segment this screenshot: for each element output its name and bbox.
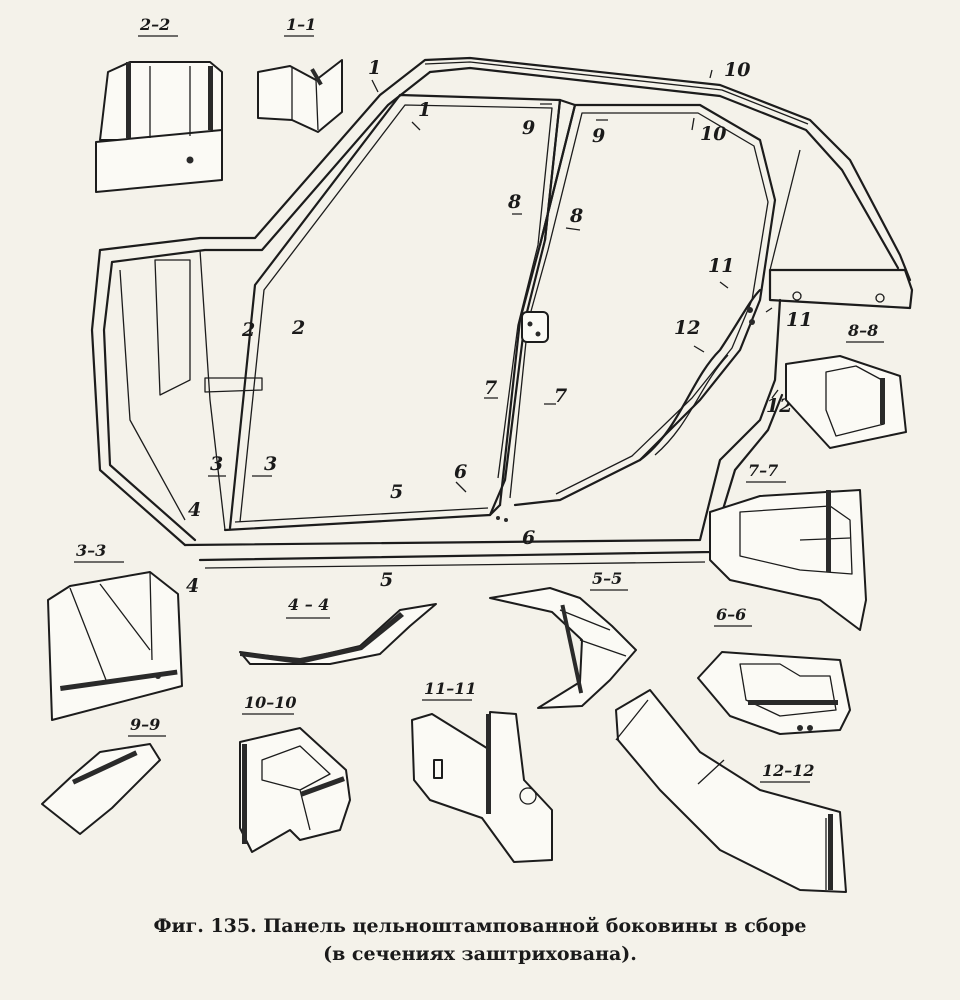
label-12-left: 12 <box>674 317 700 339</box>
label-5-lower: 5 <box>380 569 393 591</box>
section-8-8: 8–8 <box>785 321 907 449</box>
label-11-right: 11 <box>786 309 812 331</box>
caption-line-1: Фиг. 135. Панель цельноштампованной боко… <box>153 915 807 937</box>
label-6-lower: 6 <box>522 527 535 549</box>
main-labels: 1 1 9 9 10 10 8 8 11 11 12 12 2 2 7 7 3 … <box>186 57 812 597</box>
label-9-right: 9 <box>592 125 605 147</box>
section-1-1-label: 1–1 <box>286 15 316 34</box>
label-10-lower: 10 <box>700 123 726 145</box>
label-2-left: 2 <box>241 319 255 341</box>
section-3-3: 3–3 <box>47 541 183 721</box>
figure-caption: Фиг. 135. Панель цельноштампованной боко… <box>0 912 960 968</box>
label-7-right: 7 <box>554 385 567 407</box>
section-7-7-label: 7–7 <box>748 461 778 480</box>
label-8-right: 8 <box>569 205 583 227</box>
label-4-upper: 4 <box>188 499 201 521</box>
section-6-6: 6–6 <box>697 605 851 735</box>
label-2-right: 2 <box>291 317 305 339</box>
label-3-left: 3 <box>210 453 223 475</box>
section-12-12: 12–12 <box>615 689 847 893</box>
label-1-upper: 1 <box>368 57 381 79</box>
section-9-9: 9–9 <box>41 715 166 835</box>
label-7-left: 7 <box>484 377 497 399</box>
label-1-inner: 1 <box>418 99 431 121</box>
section-10-10: 10–10 <box>239 693 351 853</box>
section-2-2: 2–2 <box>95 15 223 193</box>
section-7-7: 7–7 <box>709 461 867 631</box>
side-panel-outline <box>90 56 914 569</box>
label-9-left: 9 <box>522 117 535 139</box>
label-8-left: 8 <box>507 191 521 213</box>
label-3-right: 3 <box>264 453 277 475</box>
section-6-6-label: 6–6 <box>716 605 746 624</box>
section-9-9-label: 9–9 <box>130 715 160 734</box>
caption-line-2: (в сечениях заштрихована). <box>323 943 637 965</box>
label-10-top: 10 <box>724 59 750 81</box>
label-5-upper: 5 <box>390 481 403 503</box>
section-2-2-label: 2–2 <box>139 15 170 34</box>
section-11-11-label: 11–11 <box>424 679 477 698</box>
section-5-5-label: 5–5 <box>592 569 622 588</box>
section-4-4: 4 – 4 <box>239 595 437 665</box>
section-11-11: 11–11 <box>411 679 553 863</box>
section-5-5: 5–5 <box>489 569 637 709</box>
section-3-3-label: 3–3 <box>76 541 106 560</box>
section-10-10-label: 10–10 <box>244 693 297 712</box>
section-8-8-label: 8–8 <box>847 321 878 340</box>
section-1-1: 1–1 <box>257 15 343 133</box>
label-6-upper: 6 <box>454 461 467 483</box>
section-12-12-label: 12–12 <box>762 761 815 780</box>
section-4-4-label: 4 – 4 <box>288 595 329 614</box>
label-11-left: 11 <box>708 255 734 277</box>
label-4-lower: 4 <box>186 575 199 597</box>
